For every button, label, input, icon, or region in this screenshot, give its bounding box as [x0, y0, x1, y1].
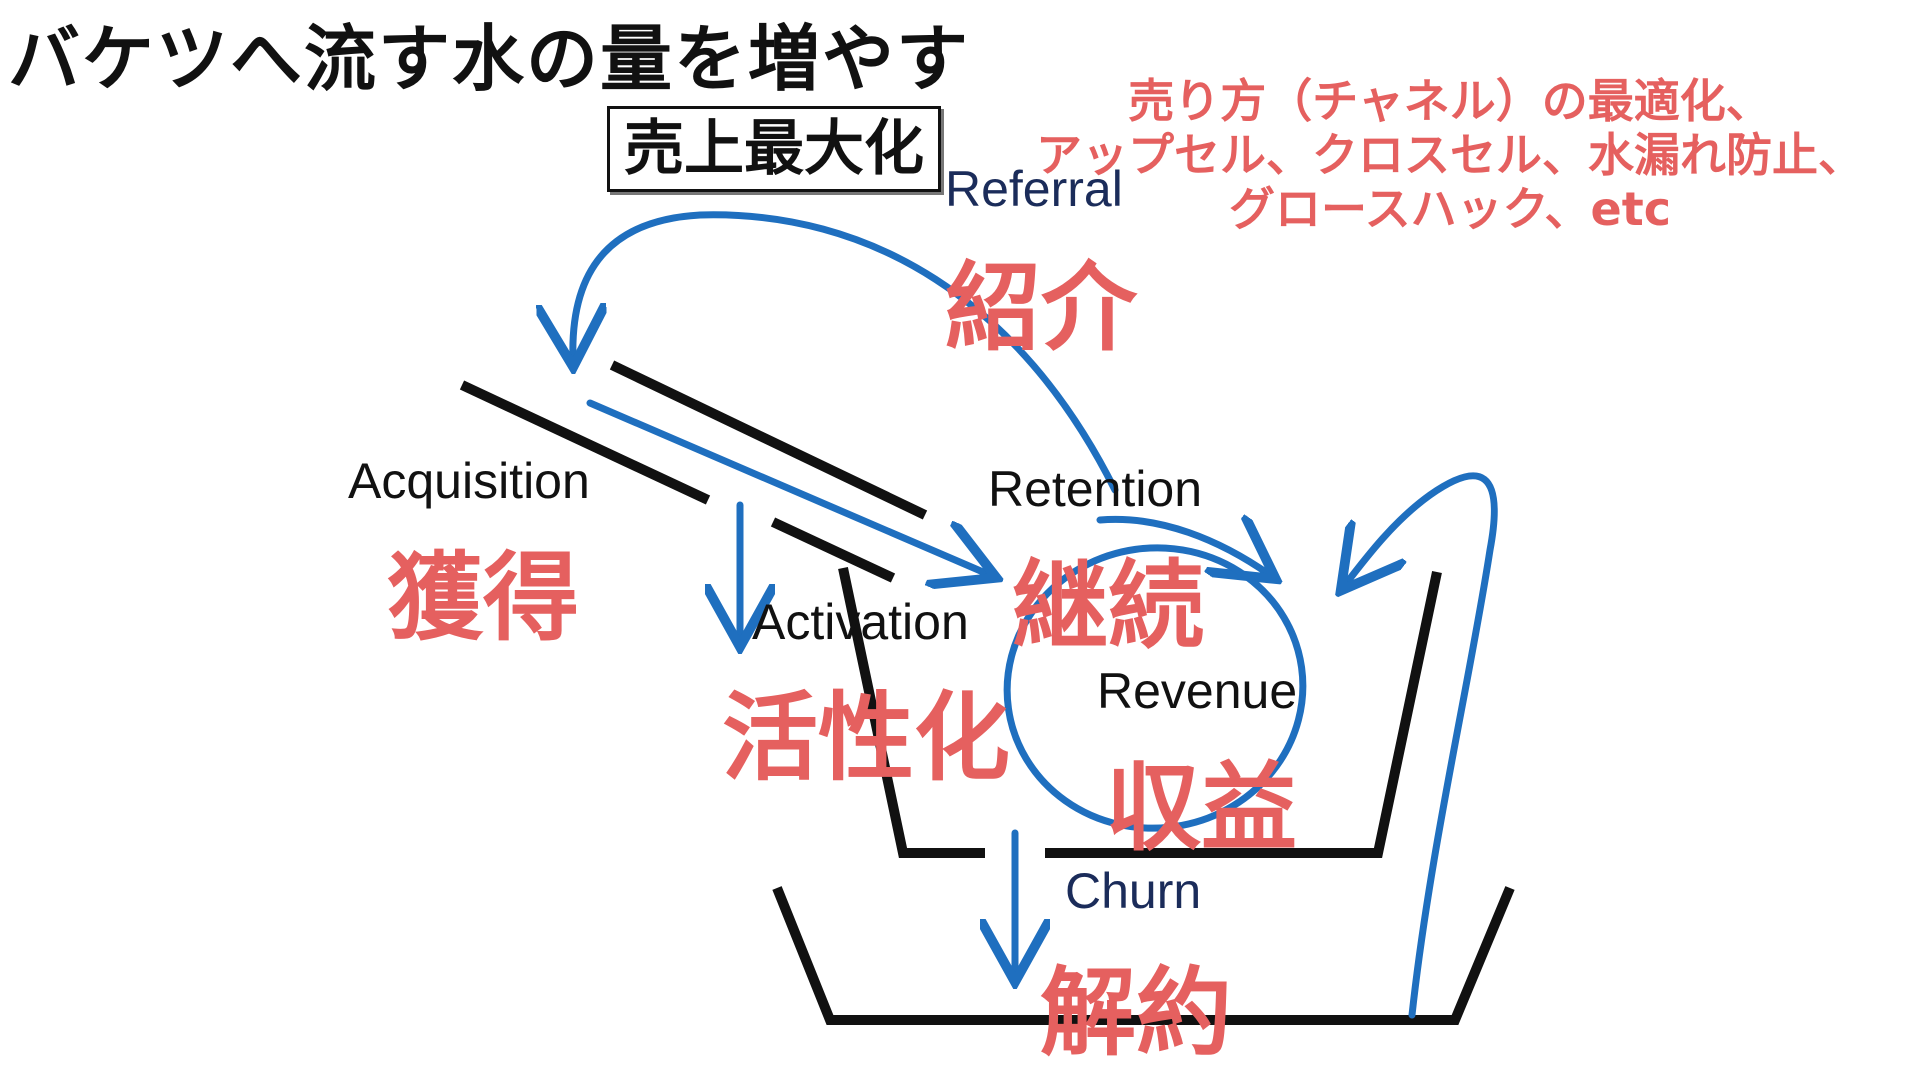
retention-arrow	[1096, 519, 1270, 575]
annotation-line: アップセル、クロスセル、水漏れ防止、	[1036, 128, 1864, 182]
return-arrow	[1345, 472, 1498, 1019]
acquisition-label-en: Acquisition	[348, 453, 590, 509]
chute	[459, 360, 928, 583]
activation-label-en: Activation	[752, 594, 969, 650]
upper-bucket	[838, 566, 1442, 858]
revenue-label-en: Revenue	[1097, 663, 1298, 719]
churn-label-jp: 解約	[1040, 957, 1232, 1069]
retention-label-jp: 継続	[1012, 550, 1204, 662]
activation-label-jp: 活性化	[722, 682, 1010, 794]
lower-bucket	[772, 886, 1515, 1025]
acquisition-label-jp: 獲得	[387, 542, 579, 654]
flow-arrows	[573, 211, 1498, 1019]
annotation: 売り方（チャネル）の最適化、 アップセル、クロスセル、水漏れ防止、 グロースハッ…	[1000, 74, 1900, 236]
referral-arrow	[573, 211, 1119, 494]
annotation-line: 売り方（チャネル）の最適化、	[1128, 74, 1772, 128]
referral-label-jp: 紹介	[945, 252, 1137, 364]
page-title: バケツへ流す水の量を増やす	[8, 17, 971, 101]
revenue-label-jp: 収益	[1105, 752, 1297, 864]
upper-bucket-right-wall	[1045, 570, 1442, 858]
chute-rail-lower-right	[770, 517, 896, 583]
chute-rail-upper	[609, 360, 928, 520]
annotation-line: グロースハック、etc	[1228, 182, 1671, 236]
upper-bucket-left-wall	[838, 566, 985, 858]
boxed-label: 売上最大化	[607, 106, 941, 192]
revenue-circle	[1003, 544, 1307, 832]
chute-rail-lower-left	[459, 380, 711, 505]
churn-label-en: Churn	[1065, 863, 1202, 919]
referral-label-en: Referral	[945, 161, 1123, 217]
retention-label-en: Retention	[988, 461, 1203, 517]
inflow-arrow	[586, 399, 990, 575]
